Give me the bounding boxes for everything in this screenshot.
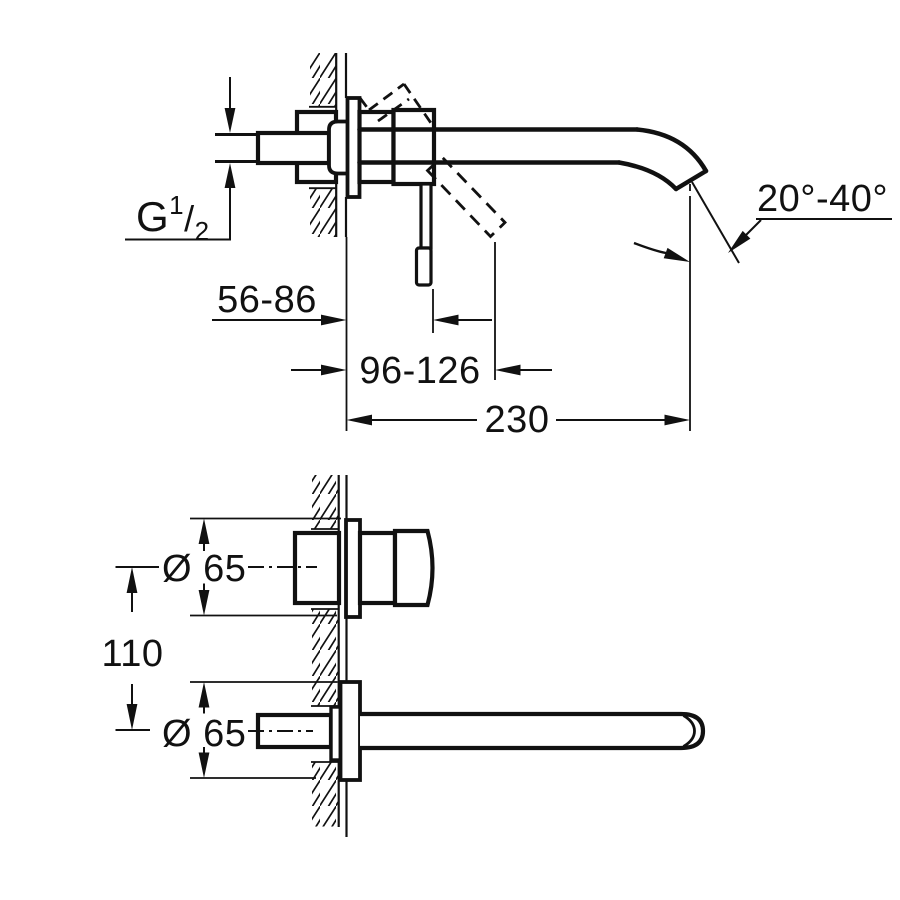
lever-handle-dashed-up — [358, 82, 435, 127]
dim-dia-top: Ø 65 — [162, 518, 246, 616]
concealed-body — [215, 109, 347, 185]
spout-angle-label: 20°-40° — [757, 178, 888, 220]
dim-56-86: 56-86 — [212, 279, 492, 326]
lever-handle — [414, 182, 433, 287]
dim-110: 110 — [101, 566, 163, 731]
wall-hatch — [312, 609, 339, 706]
handle-knob — [392, 528, 435, 608]
dim-dia-top-label: Ø 65 — [162, 548, 246, 590]
dim-230-label: 230 — [485, 399, 550, 441]
dim-96-126: 96-126 — [291, 350, 552, 392]
lever-handle-dashed-down — [425, 155, 507, 239]
handle-assembly-front — [248, 518, 435, 619]
spout-end-cap — [682, 714, 696, 748]
thread-size-label: G1/2 — [136, 190, 210, 246]
wall-hatch — [310, 53, 337, 106]
wall-section-front — [311, 475, 348, 837]
wall-hatch — [310, 189, 337, 237]
dim-230: 230 — [346, 399, 690, 441]
dim-110-label: 110 — [101, 633, 163, 675]
handle-base — [357, 530, 398, 606]
wall-hatch — [312, 762, 339, 827]
dim-g-thread: G1/2 — [125, 77, 236, 246]
swivel-arrow-icon — [633, 241, 667, 255]
wall-insert — [327, 119, 347, 176]
wall-hatch — [312, 475, 339, 529]
angle-reference-line — [691, 181, 740, 264]
supply-connection — [255, 130, 332, 166]
spout-angle-annotation: 20°-40° — [633, 178, 892, 264]
spout-tube-front — [360, 711, 706, 751]
mixer-body — [357, 107, 437, 187]
swivel-arrowhead-icon — [663, 247, 690, 262]
dim-dia-bottom: Ø 65 — [162, 682, 246, 778]
side-view: G1/2 56-86 96-126 230 20°-40 — [125, 53, 892, 441]
dim-56-86-label: 56-86 — [217, 279, 317, 321]
handle-escutcheon-front — [344, 518, 362, 619]
spout-escutcheon-front — [338, 680, 362, 782]
dim-dia-bottom-label: Ø 65 — [162, 713, 246, 755]
front-view: Ø 65 Ø 65 110 — [101, 475, 706, 837]
spout — [357, 127, 709, 192]
spout-assembly-front — [248, 680, 706, 782]
wall-section-side — [309, 53, 348, 237]
dim-96-126-label: 96-126 — [359, 350, 480, 392]
spout-outlet — [673, 168, 709, 192]
spout-inwall-pipe — [255, 712, 334, 750]
